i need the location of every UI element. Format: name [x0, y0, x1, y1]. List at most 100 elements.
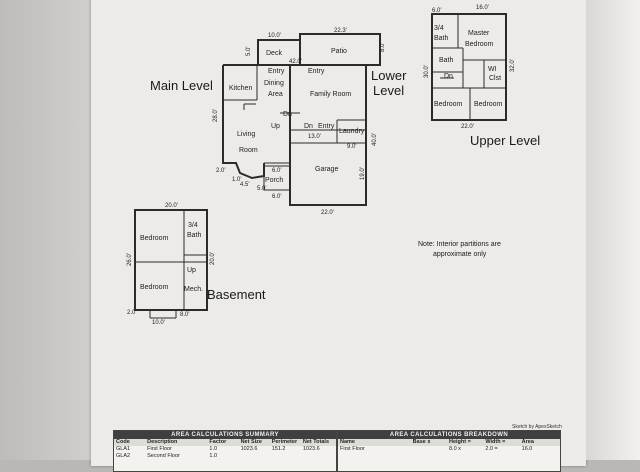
dim-upper-bottom: 22.0' [461, 124, 474, 130]
col-perimeter: Perimeter [271, 439, 298, 445]
cell: 1.0 [209, 453, 218, 459]
label-dn-c: Dn [444, 73, 453, 80]
col-width: Width = [485, 439, 506, 445]
table-row: GLA2 Second Floor 1.0 [114, 453, 336, 460]
note-line-1: Note: Interior partitions are [418, 241, 501, 248]
main-level-walls [222, 33, 381, 206]
room-upper-bedroom-2: Bedroom [474, 101, 503, 108]
dim-main-top: 42.0' [289, 59, 302, 65]
room-living-room: Room [239, 147, 258, 154]
room-entry-c: Entry [318, 123, 335, 130]
dim-patio-depth: 8.0' [380, 43, 386, 53]
room-basement-bath34-b: Bath [187, 232, 202, 239]
cell: 2.0 = [485, 446, 498, 452]
cell: 1023.6 [302, 446, 320, 452]
cell [303, 453, 334, 460]
cell: Second Floor [147, 453, 180, 459]
room-basement-bedroom-1: Bedroom [140, 235, 169, 242]
upper-level-walls [431, 13, 507, 121]
dim-garage-depth: 19.0' [360, 167, 366, 180]
dim-porch-side: 5.0' [257, 186, 267, 192]
area-calculation-tables: AREA CALCULATIONS SUMMARY Code Descripti… [113, 430, 561, 472]
note-line-2: approximate only [433, 251, 487, 258]
cell: 1023.6 [240, 446, 258, 452]
dim-basement-top: 20.0' [165, 203, 178, 209]
dim-porch-bottom: 6.0' [272, 194, 282, 200]
cell: 8.0 x [449, 446, 461, 452]
area-breakdown-header: Name Base x Height = Width = Area [338, 439, 560, 446]
lower-level-title-line2: Level [373, 83, 404, 98]
dim-deck-width: 10.0' [268, 33, 281, 39]
col-height: Height = [449, 439, 471, 445]
room-basement-bath34-a: 3/4 [188, 222, 198, 229]
cell: First Floor [340, 446, 365, 452]
room-patio: Patio [331, 48, 347, 55]
dim-laundry-width: 9.0' [347, 144, 357, 150]
dim-bay-b: 4.5' [240, 182, 250, 188]
room-family-room: Family Room [310, 91, 351, 98]
area-summary-header: Code Description Factor Net Size Perimet… [114, 439, 336, 446]
room-upper-bath34-a: 3/4 [434, 25, 444, 32]
cell: GLA1 [116, 446, 131, 452]
room-dining: Dining [264, 80, 284, 87]
cell: 1.0 [209, 446, 218, 452]
dim-lower-right: 40.0' [372, 133, 378, 146]
room-entry-b: Entry [308, 68, 325, 75]
room-master-b: Bedroom [465, 41, 494, 48]
dim-upper-notch: 6.0' [432, 8, 442, 14]
dim-entry-width: 13.0' [308, 134, 321, 140]
floor-plan-sheet [91, 0, 586, 466]
scan-background-right [586, 0, 640, 460]
label-up-b: Up [187, 267, 196, 274]
cell: First Floor [147, 446, 172, 452]
dim-basement-bottom-left: 2.0' [127, 310, 137, 316]
area-breakdown-table: AREA CALCULATIONS BREAKDOWN Name Base x … [337, 430, 561, 472]
room-deck: Deck [266, 50, 282, 57]
table-row: GLA1 First Floor 1.0 1023.6 151.2 1023.6 [114, 446, 336, 453]
col-base: Base x [412, 439, 431, 445]
dim-patio-width: 22.3' [334, 28, 347, 34]
cell: 151.2 [271, 446, 286, 452]
dim-porch-top: 6.0' [272, 168, 282, 174]
col-net-totals: Net Totals [302, 439, 330, 445]
area-summary-title: AREA CALCULATIONS SUMMARY [114, 431, 336, 439]
col-code: Code [116, 439, 130, 445]
dim-deck-depth: 5.0' [246, 47, 252, 57]
room-laundry: Laundry [339, 128, 365, 135]
col-name: Name [340, 439, 355, 445]
label-dn-b: Dn [304, 123, 313, 130]
area-breakdown-title: AREA CALCULATIONS BREAKDOWN [338, 431, 560, 439]
basement-title: Basement [207, 287, 266, 302]
col-factor: Factor [209, 439, 227, 445]
room-wi-a: WI [488, 66, 497, 73]
table-row: First Floor 8.0 x 2.0 = 16.0 [338, 446, 560, 453]
sketch-credit: Sketch by ApexSketch [512, 424, 562, 430]
dim-upper-top: 16.0' [476, 5, 489, 11]
room-area: Area [268, 91, 283, 98]
room-master-a: Master [468, 30, 490, 37]
cell: GLA2 [116, 453, 131, 459]
room-basement-bedroom-2: Bedroom [140, 284, 169, 291]
dim-bay-left: 2.0' [216, 168, 226, 174]
lower-level-title-line1: Lower [371, 68, 407, 83]
room-garage: Garage [315, 166, 338, 173]
area-summary-table: AREA CALCULATIONS SUMMARY Code Descripti… [113, 430, 337, 472]
room-wi-b: Clst [489, 75, 501, 82]
room-entry-a: Entry [268, 68, 285, 75]
dim-upper-left: 30.0' [424, 65, 430, 78]
dim-basement-right: 20.0' [210, 252, 216, 265]
dim-basement-bottom-right: 8.0' [180, 312, 190, 318]
col-area: Area [521, 439, 534, 445]
dim-upper-right: 32.0' [510, 59, 516, 72]
label-dn-a: Dn [283, 111, 292, 118]
room-upper-bedroom-1: Bedroom [434, 101, 463, 108]
room-living: Living [237, 131, 255, 138]
col-net-size: Net Size [240, 439, 262, 445]
col-description: Description [147, 439, 178, 445]
main-level-title: Main Level [150, 78, 213, 93]
cell [413, 446, 449, 453]
label-up-a: Up [271, 123, 280, 130]
room-upper-bath34-b: Bath [434, 35, 449, 42]
basement-walls [134, 209, 208, 319]
upper-level-title: Upper Level [470, 133, 540, 148]
